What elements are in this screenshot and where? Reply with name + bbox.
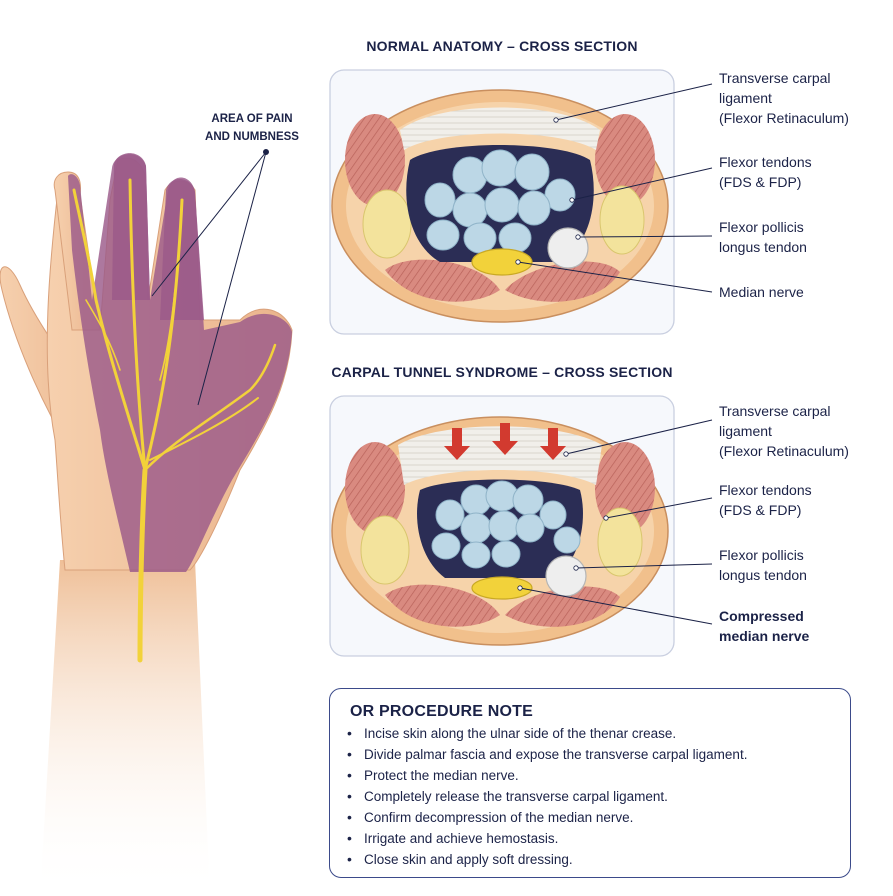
cts-fpl-line-2: longus tendon <box>719 567 807 583</box>
procedure-steps-list: Incise skin along the ulnar side of the … <box>344 723 747 870</box>
pain-label-line-1: AREA OF PAIN <box>211 113 293 125</box>
procedure-note-box: OR PROCEDURE NOTE Incise skin along the … <box>329 688 851 878</box>
procedure-step: Protect the median nerve. <box>344 765 747 786</box>
normal-fpl-label: Flexor pollicis longus tendon <box>719 217 807 257</box>
cts-fpl-label: Flexor pollicis longus tendon <box>719 545 807 585</box>
cts-ligament-line-3: (Flexor Retinaculum) <box>719 443 849 459</box>
forearm <box>40 560 210 896</box>
procedure-note-title: OR PROCEDURE NOTE <box>350 703 533 720</box>
pain-area-label: AREA OF PAIN AND NUMBNESS <box>196 110 308 146</box>
cts-tendons-line-1: Flexor tendons <box>719 482 812 498</box>
normal-ligament-line-2: ligament <box>719 90 772 106</box>
normal-section-title: NORMAL ANATOMY – CROSS SECTION <box>366 38 638 54</box>
cts-nerve-line-1: Compressed <box>719 608 804 624</box>
normal-fpl-line-1: Flexor pollicis <box>719 219 804 235</box>
normal-ligament-label: Transverse carpal ligament (Flexor Retin… <box>719 68 849 128</box>
cts-tendons-line-2: (FDS & FDP) <box>719 502 802 518</box>
cts-ligament-line-2: ligament <box>719 423 772 439</box>
procedure-step: Confirm decompression of the median nerv… <box>344 807 747 828</box>
cts-cross-section <box>329 395 713 657</box>
normal-nerve-label: Median nerve <box>719 284 804 300</box>
hand-illustration <box>0 149 293 896</box>
normal-cross-section <box>329 69 713 335</box>
normal-ligament-line-1: Transverse carpal <box>719 70 831 86</box>
cts-fpl-line-1: Flexor pollicis <box>719 547 804 563</box>
pain-label-line-2: AND NUMBNESS <box>205 131 299 143</box>
procedure-step: Irrigate and achieve hemostasis. <box>344 828 747 849</box>
normal-tendons-line-2: (FDS & FDP) <box>719 174 802 190</box>
normal-tendons-label: Flexor tendons (FDS & FDP) <box>719 152 812 192</box>
cts-tendons-label: Flexor tendons (FDS & FDP) <box>719 480 812 520</box>
compression-arrows <box>444 423 566 460</box>
cts-nerve-line-2: median nerve <box>719 628 810 644</box>
procedure-step: Incise skin along the ulnar side of the … <box>344 723 747 744</box>
cts-ligament-label: Transverse carpal ligament (Flexor Retin… <box>719 401 849 461</box>
median-nerve-hand <box>72 178 277 663</box>
ring-finger <box>160 178 204 320</box>
cts-nerve-label: Compressed median nerve <box>719 606 809 646</box>
normal-fpl-line-2: longus tendon <box>719 239 807 255</box>
procedure-step: Completely release the transverse carpal… <box>344 786 747 807</box>
cts-ligament-line-1: Transverse carpal <box>719 403 831 419</box>
procedure-step: Divide palmar fascia and expose the tran… <box>344 744 747 765</box>
normal-tendons-line-1: Flexor tendons <box>719 154 812 170</box>
procedure-step: Close skin and apply soft dressing. <box>344 849 747 870</box>
normal-ligament-line-3: (Flexor Retinaculum) <box>719 110 849 126</box>
cts-section-title: CARPAL TUNNEL SYNDROME – CROSS SECTION <box>331 364 673 380</box>
